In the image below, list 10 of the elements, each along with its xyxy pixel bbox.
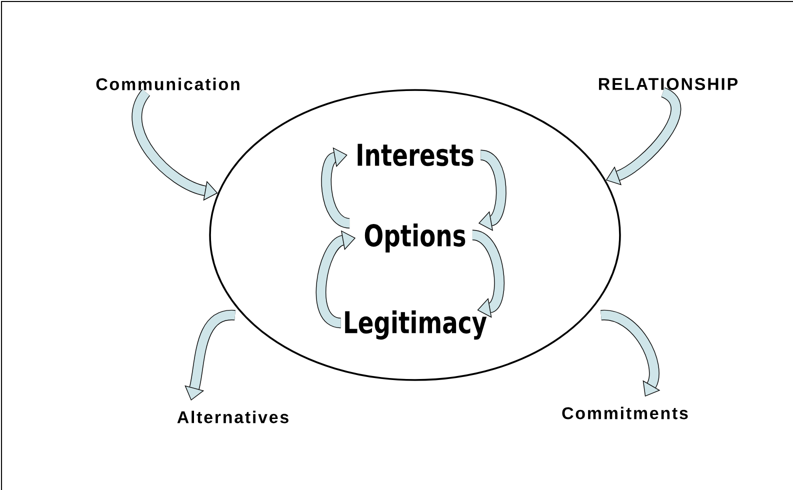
curved-arrow bbox=[321, 147, 351, 228]
heading: Communication bbox=[96, 78, 240, 90]
heading: Alternatives bbox=[177, 410, 288, 424]
heading: RELATIONSHIP bbox=[599, 78, 738, 90]
heading: Commitments bbox=[562, 406, 688, 420]
word: Legitimacy bbox=[345, 310, 487, 340]
ellipse bbox=[209, 89, 621, 381]
word: Interests bbox=[358, 144, 474, 166]
curved-arrow bbox=[471, 230, 504, 318]
word: Options bbox=[364, 223, 466, 253]
